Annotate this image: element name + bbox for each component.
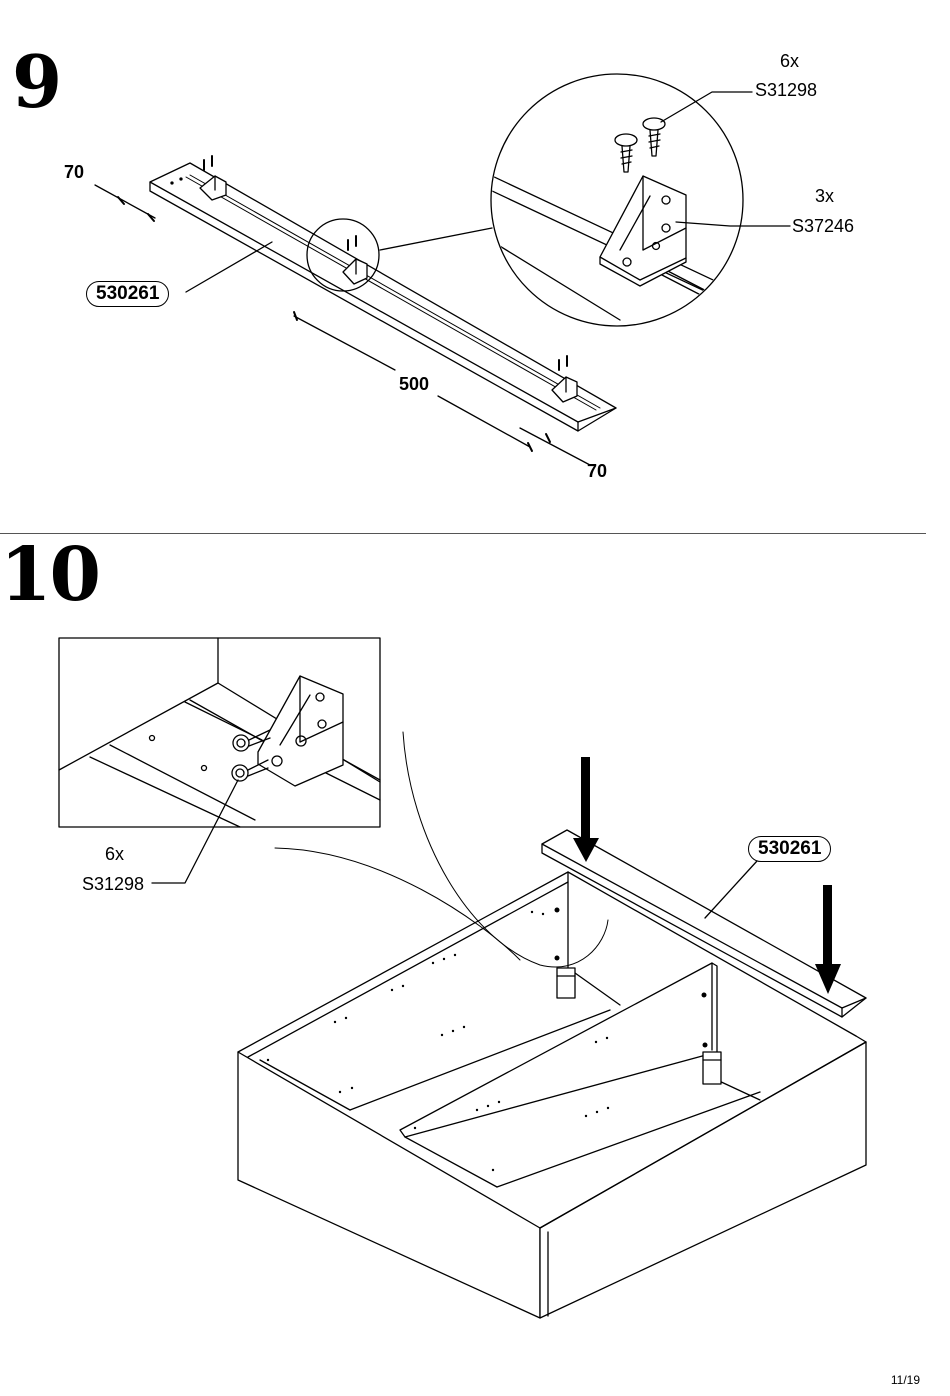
screw-quantity: 6x <box>105 844 125 864</box>
step-divider <box>0 533 926 534</box>
page-number: 11/19 <box>890 1373 920 1387</box>
bracket-right <box>551 355 578 403</box>
bracket-left <box>199 155 227 201</box>
bracket-code: S37246 <box>792 216 855 236</box>
screw-quantity: 6x <box>780 51 800 71</box>
step-10-number: 10 <box>0 532 101 618</box>
down-arrow-icon <box>573 757 841 994</box>
dimension-left: 70 <box>64 162 85 182</box>
dimension-right: 70 <box>587 461 608 481</box>
step10-inset-detail <box>58 637 381 884</box>
screw-code: S31298 <box>755 80 818 100</box>
dimension-middle: 500 <box>399 374 430 394</box>
step-9-number: 9 <box>12 39 62 124</box>
step10-frame-drawing <box>237 829 867 1319</box>
step9-zoom-detail <box>490 73 791 327</box>
bracket-middle <box>342 235 368 285</box>
screw-code: S31298 <box>82 874 145 894</box>
bracket-quantity: 3x <box>815 186 835 206</box>
part-number-badge: 530261 <box>86 281 170 307</box>
step9-rail-drawing <box>94 155 617 466</box>
part-number-badge: 530261 <box>748 836 832 862</box>
